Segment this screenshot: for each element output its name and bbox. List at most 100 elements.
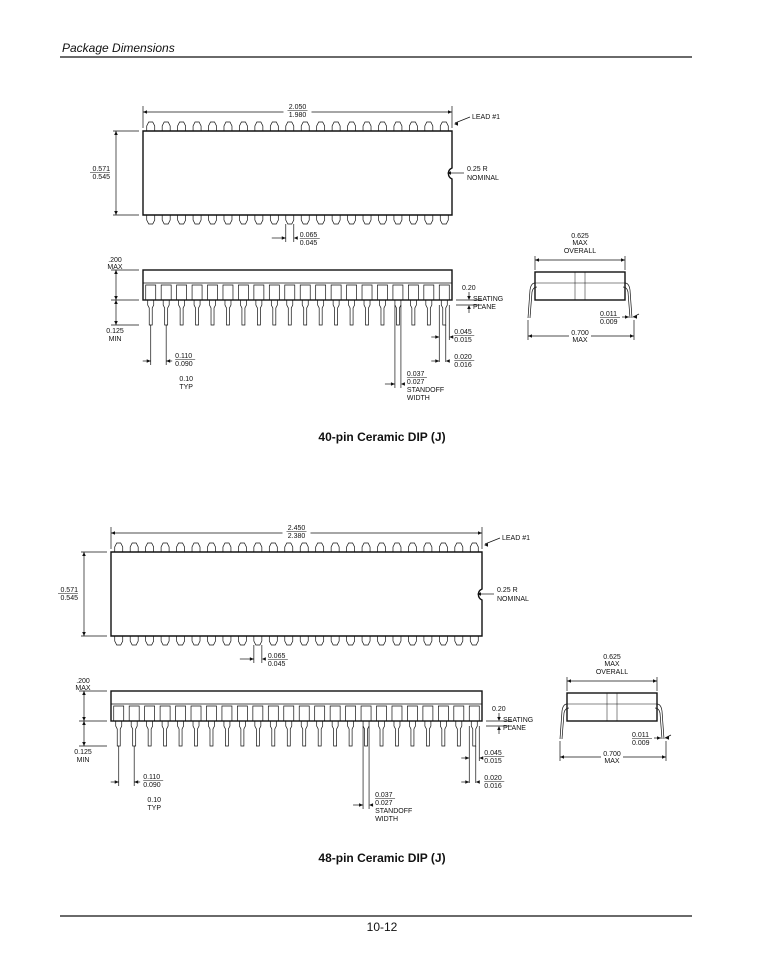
arrowhead <box>249 657 254 661</box>
pin-width-label-min: 0.045 <box>268 661 286 668</box>
pin-bottom <box>146 215 156 225</box>
pin-bottom <box>269 215 279 225</box>
arrowhead <box>477 592 481 596</box>
label-backing <box>282 524 311 540</box>
lead-side <box>221 705 233 747</box>
pin-top <box>238 542 247 552</box>
pin-top <box>439 121 449 131</box>
height-label: .200 <box>76 678 90 685</box>
pin-bottom <box>300 215 310 225</box>
arrowhead <box>369 803 374 807</box>
arrowhead <box>447 171 451 175</box>
arrowhead <box>114 211 118 215</box>
lead-side <box>113 705 125 747</box>
arrowhead <box>261 657 266 661</box>
lead-side <box>345 705 356 747</box>
arrowhead <box>114 300 118 304</box>
arrowhead <box>114 131 118 135</box>
pin-top <box>300 121 310 131</box>
lead-side <box>392 284 404 326</box>
height-label: .200 <box>108 257 122 264</box>
standoff-label-min: 0.027 <box>407 379 425 386</box>
pin-bottom <box>330 636 340 646</box>
lead-width-lower-label-min: 0.016 <box>454 362 472 369</box>
pin-bottom <box>331 215 341 225</box>
lead-side <box>422 705 434 747</box>
lead-width-upper-label-max: 0.045 <box>484 750 502 757</box>
pin-top <box>176 542 185 552</box>
arrowhead <box>146 359 151 363</box>
pin-bottom <box>316 215 326 225</box>
arrowhead <box>134 780 139 784</box>
pin-bottom <box>361 636 371 646</box>
lead-side <box>361 284 373 326</box>
pin-bottom <box>392 636 402 646</box>
pin-top <box>191 542 201 552</box>
arrowhead <box>448 110 452 114</box>
standoff-label-max: 0.037 <box>407 371 425 378</box>
length-label-max: 2.450 <box>288 525 306 532</box>
pin-bottom <box>439 215 449 225</box>
pin-top <box>346 542 355 552</box>
arrowhead <box>111 531 115 535</box>
standoff-label-max: 0.037 <box>375 792 393 799</box>
pin-bottom <box>145 636 154 646</box>
standoff-text: STANDOFF <box>375 808 412 815</box>
pin-bottom <box>454 636 464 646</box>
pin-top <box>393 121 403 131</box>
arrowhead <box>114 296 118 300</box>
pin-top <box>362 121 372 131</box>
lead-width-lower-label-max: 0.020 <box>454 354 472 361</box>
pin-top <box>299 542 309 552</box>
lead-side <box>176 284 187 326</box>
pitch-label-max: 0.110 <box>143 774 160 781</box>
lead1-leader <box>454 116 471 124</box>
lead-side <box>144 705 155 747</box>
lead-side <box>160 284 172 326</box>
lead-thickness-label-min: 0.009 <box>600 319 618 326</box>
overall-value: 0.625 <box>603 654 621 661</box>
arrowhead <box>528 334 532 338</box>
dimension-line <box>632 313 640 318</box>
arrowhead <box>400 382 405 386</box>
pin-top <box>316 121 326 131</box>
package-body-top-view <box>110 551 483 637</box>
arrowhead <box>497 717 501 721</box>
length-label-max: 2.050 <box>289 104 307 111</box>
pin-top <box>146 121 156 131</box>
pin-bottom <box>177 215 186 225</box>
lead-side <box>299 284 311 326</box>
arrowhead <box>467 305 471 309</box>
lead-side <box>346 284 357 326</box>
seating-label: SEATING <box>503 717 533 724</box>
pin-top <box>423 542 433 552</box>
arrowhead <box>662 755 666 759</box>
pin-bottom <box>299 636 309 646</box>
lead-side <box>360 705 372 747</box>
lead-side <box>330 284 342 326</box>
pin-bottom <box>239 215 248 225</box>
seating-offset-label: 0.20 <box>492 706 506 713</box>
arrowhead <box>435 335 440 339</box>
pin-top <box>207 542 216 552</box>
seating-label: SEATING <box>473 296 503 303</box>
pin-bottom <box>408 636 417 646</box>
arrowhead <box>484 543 488 547</box>
pin-top <box>129 542 139 552</box>
standoff-label-min: 0.027 <box>375 800 393 807</box>
pin-bottom <box>268 636 278 646</box>
pitch-typ-value: 0.10 <box>147 797 161 804</box>
arrowhead <box>114 270 118 274</box>
pin-top <box>192 121 202 131</box>
lead-side <box>329 705 341 747</box>
pin-bottom <box>469 636 479 646</box>
lead-width-lower-label-min: 0.016 <box>484 783 502 790</box>
pin-bottom <box>393 215 403 225</box>
pin-bottom <box>315 636 325 646</box>
pin-top <box>361 542 371 552</box>
pin-top <box>239 121 248 131</box>
lead-side <box>376 705 387 747</box>
arrowhead <box>465 780 470 784</box>
